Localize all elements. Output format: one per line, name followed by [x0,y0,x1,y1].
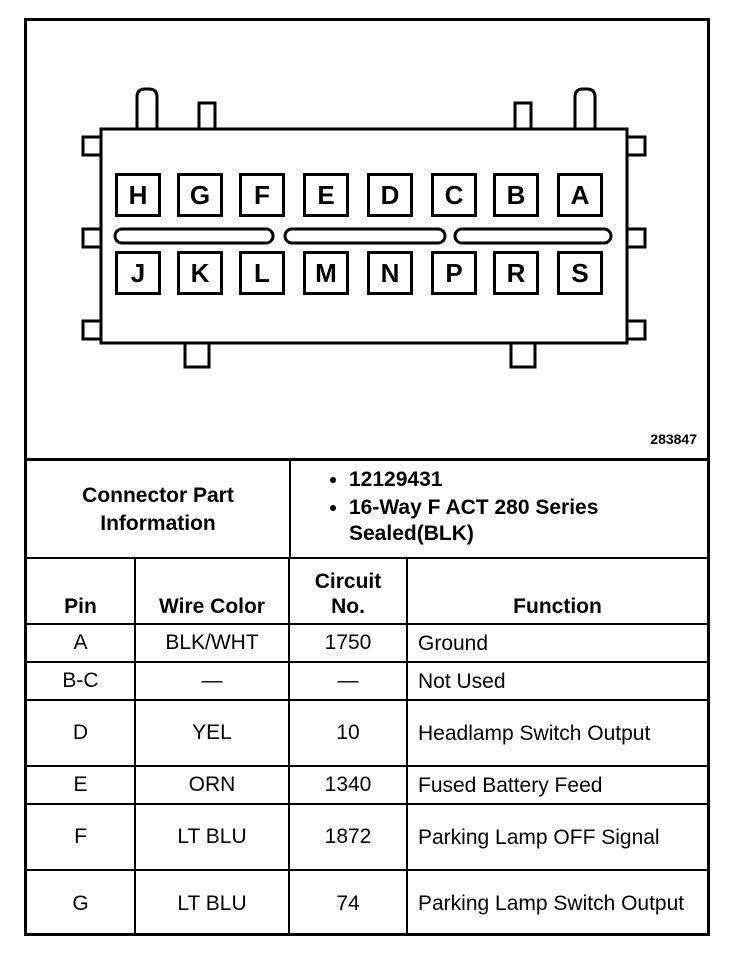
circuit-cell: — [288,661,408,701]
function-cell: Parking Lamp Switch Output [406,869,707,936]
connector-part-label: Connector Part Information [27,458,291,559]
wire-color-cell: YEL [134,699,290,767]
pin-cell: B-C [27,661,136,701]
circuit-cell: 10 [288,699,408,767]
pin-cell: D [27,699,136,767]
pin-cavity-n: N [367,251,413,295]
pin-cavity-p: P [431,251,477,295]
connector-description: 16-Way F ACT 280 Series Sealed(BLK) [349,495,701,547]
header-circuit-no: Circuit No. [288,557,408,625]
function-cell: Headlamp Switch Output [406,699,707,767]
pin-cell: E [27,765,136,805]
pin-cavity-a: A [557,173,603,217]
header-function: Function [406,557,707,625]
pin-cell: F [27,803,136,871]
circuit-cell: 1872 [288,803,408,871]
connector-part-number: 12129431 [349,467,701,493]
pin-cavity-l: L [239,251,285,295]
wire-color-cell: ORN [134,765,290,805]
wire-color-cell: LT BLU [134,803,290,871]
pin-cavity-j: J [115,251,161,295]
connector-outline [81,87,647,369]
circuit-cell: 1750 [288,623,408,663]
figure-number: 283847 [650,431,697,447]
function-cell: Ground [406,623,707,663]
wire-color-cell: LT BLU [134,869,290,936]
pin-cavity-m: M [303,251,349,295]
pin-cell: A [27,623,136,663]
pin-cell: G [27,869,136,936]
header-wire-color: Wire Color [134,557,290,625]
table-row: B-C——Not Used [27,661,707,701]
function-cell: Parking Lamp OFF Signal [406,803,707,871]
pin-cavity-s: S [557,251,603,295]
pin-cavity-g: G [177,173,223,217]
function-cell: Fused Battery Feed [406,765,707,805]
pin-cavity-k: K [177,251,223,295]
function-cell: Not Used [406,661,707,701]
pin-cavity-b: B [493,173,539,217]
circuit-cell: 1340 [288,765,408,805]
connector-info-table: Connector Part Information 12129431 16-W… [27,458,707,559]
pin-cavity-r: R [493,251,539,295]
pin-cavity-d: D [367,173,413,217]
header-pin: Pin [27,557,136,625]
pin-cavity-e: E [303,173,349,217]
pin-cavity-h: H [115,173,161,217]
wire-color-cell: BLK/WHT [134,623,290,663]
pin-cavity-c: C [431,173,477,217]
wire-color-cell: — [134,661,290,701]
header-circuit-no-text: Circuit No. [314,570,382,618]
pin-cavity-f: F [239,173,285,217]
connector-part-details: 12129431 16-Way F ACT 280 Series Sealed(… [289,458,707,559]
circuit-cell: 74 [288,869,408,936]
